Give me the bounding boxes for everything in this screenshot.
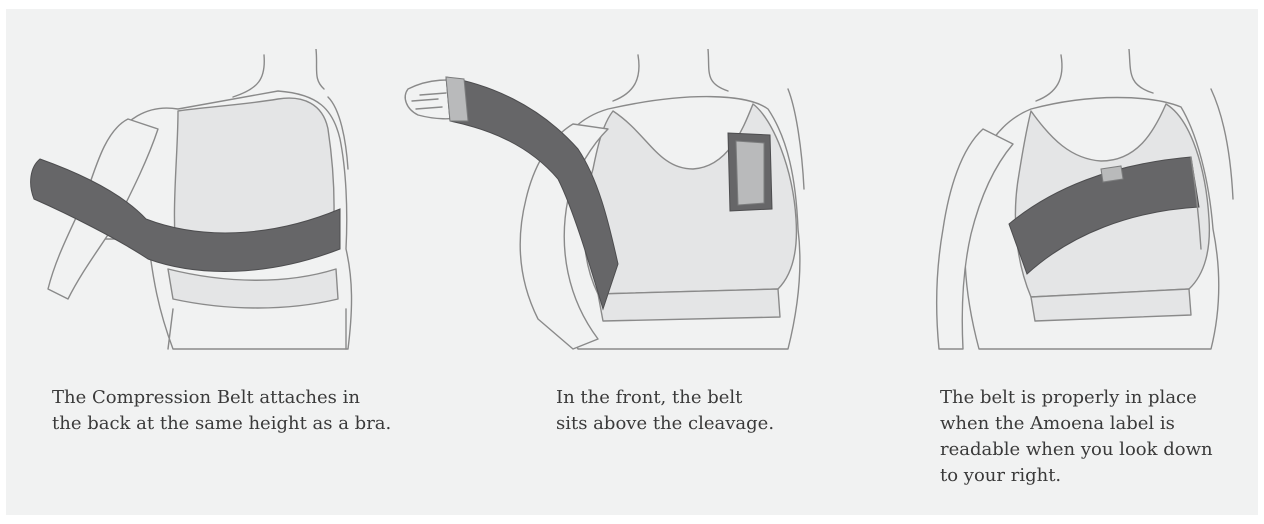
front-view-figure [398, 49, 848, 359]
caption-line: In the front, the belt [556, 385, 774, 411]
step-2-illustration [398, 49, 848, 359]
back-view-figure [28, 49, 368, 359]
step-3-caption: The belt is properly in place when the A… [940, 385, 1213, 489]
instructions-panel: The Compression Belt attaches in the bac… [6, 9, 1258, 515]
caption-line: the back at the same height as a bra. [52, 411, 391, 437]
caption-line: The belt is properly in place [940, 385, 1213, 411]
caption-line: The Compression Belt attaches in [52, 385, 391, 411]
step-2-caption: In the front, the belt sits above the cl… [556, 385, 774, 437]
step-1-illustration [28, 49, 368, 359]
caption-line: when the Amoena label is [940, 411, 1213, 437]
step-3-illustration [891, 49, 1241, 359]
amoena-label [1101, 166, 1123, 182]
caption-line: to your right. [940, 463, 1213, 489]
caption-line: sits above the cleavage. [556, 411, 774, 437]
side-view-figure [891, 49, 1241, 359]
step-1-caption: The Compression Belt attaches in the bac… [52, 385, 391, 437]
caption-line: readable when you look down [940, 437, 1213, 463]
